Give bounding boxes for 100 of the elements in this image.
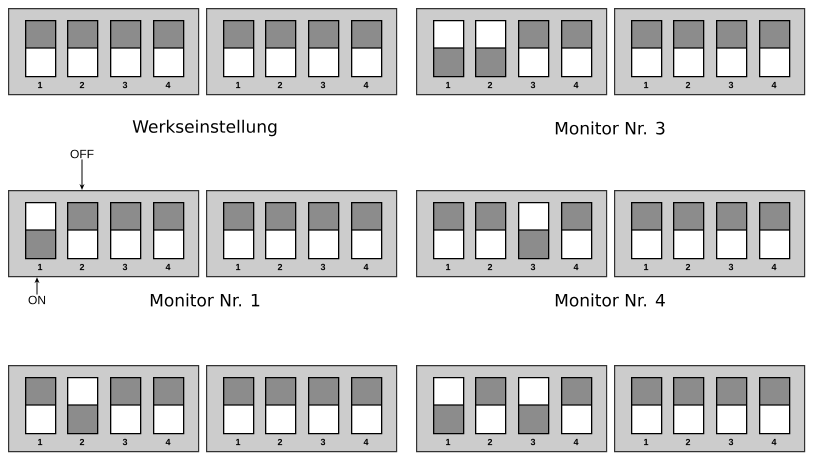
toggle-switch (475, 377, 506, 434)
switch-number: 3 (122, 438, 128, 446)
toggle-switch (265, 202, 296, 260)
switch-number: 1 (644, 82, 648, 88)
toggle-switch (518, 377, 550, 434)
toggle-switch (673, 202, 704, 260)
switch-number: 3 (122, 264, 128, 270)
switch-number: 1 (644, 264, 648, 270)
toggle-switch (433, 377, 464, 434)
switch-number: 1 (236, 438, 240, 446)
toggle-switch (631, 20, 662, 78)
toggle-switch (475, 20, 506, 78)
toggle-switch (25, 202, 56, 260)
switch-number: 3 (320, 438, 326, 446)
switch-number: 1 (38, 82, 42, 88)
toggle-switch (759, 20, 790, 78)
switch-number: 4 (166, 438, 170, 446)
switch-number: 2 (488, 82, 492, 88)
switch-state-label: OFF (70, 150, 94, 158)
toggle-switch (153, 20, 184, 78)
toggle-switch (673, 20, 704, 78)
switch-number: 2 (278, 438, 282, 446)
switch-number: 2 (686, 438, 690, 446)
switch-number: 2 (80, 438, 84, 446)
toggle-switch (110, 202, 142, 260)
switch-number: 2 (278, 82, 282, 88)
toggle-switch (716, 377, 748, 434)
caption: Monitor Nr. 3 (556, 121, 664, 135)
caption: Monitor Nr. 4 (556, 293, 665, 307)
switch-number: 1 (38, 264, 42, 270)
toggle-switch (759, 377, 790, 434)
switch-number: 2 (488, 438, 492, 446)
toggle-switch (631, 202, 662, 260)
switch-number: 1 (446, 82, 450, 88)
switch-number: 3 (530, 264, 536, 270)
toggle-switch (561, 377, 592, 434)
switch-number: 3 (728, 82, 734, 88)
toggle-switch (759, 202, 790, 260)
switch-number: 2 (80, 264, 84, 270)
toggle-switch (351, 20, 382, 78)
toggle-switch (308, 20, 340, 78)
switch-number: 4 (364, 438, 368, 446)
switch-number: 4 (772, 438, 776, 446)
toggle-switch (223, 377, 254, 434)
toggle-switch (67, 20, 98, 78)
toggle-switch (561, 20, 592, 78)
toggle-switch (25, 20, 56, 78)
switch-number: 4 (574, 82, 578, 88)
toggle-switch (433, 202, 464, 260)
caption: Monitor Nr. 1 (150, 293, 260, 307)
toggle-switch (153, 202, 184, 260)
toggle-switch (110, 20, 142, 78)
toggle-switch (223, 202, 254, 260)
toggle-switch (308, 377, 340, 434)
toggle-switch (518, 202, 550, 260)
toggle-switch (110, 377, 142, 434)
switch-number: 3 (728, 264, 734, 270)
toggle-switch (673, 377, 704, 434)
toggle-switch (67, 377, 98, 434)
switch-number: 2 (80, 82, 84, 88)
toggle-switch (67, 202, 98, 260)
switch-number: 3 (728, 438, 734, 446)
toggle-switch (25, 377, 56, 434)
toggle-switch (351, 377, 382, 434)
toggle-switch (518, 20, 550, 78)
toggle-switch (265, 377, 296, 434)
caption: Werkseinstellung (132, 120, 276, 136)
switch-number: 1 (446, 438, 450, 446)
switch-number: 1 (236, 264, 240, 270)
toggle-switch (223, 20, 254, 78)
toggle-switch (308, 202, 340, 260)
switch-number: 3 (530, 438, 536, 446)
switch-number: 3 (122, 82, 128, 88)
switch-number: 2 (488, 264, 492, 270)
switch-number: 3 (530, 82, 536, 88)
switch-number: 2 (686, 264, 690, 270)
switch-number: 1 (236, 82, 240, 88)
toggle-switch (631, 377, 662, 434)
switch-state-label: ON (28, 296, 46, 304)
toggle-switch (265, 20, 296, 78)
switch-number: 2 (278, 264, 282, 270)
toggle-switch (433, 20, 464, 78)
switch-number: 4 (364, 264, 368, 270)
switch-number: 4 (772, 82, 776, 88)
switch-number: 4 (772, 264, 776, 270)
switch-number: 2 (686, 82, 690, 88)
switch-number: 1 (446, 264, 450, 270)
switch-number: 4 (574, 264, 578, 270)
switch-number: 1 (38, 438, 42, 446)
switch-number: 3 (320, 82, 326, 88)
toggle-switch (716, 20, 748, 78)
switch-number: 4 (364, 82, 368, 88)
toggle-switch (475, 202, 506, 260)
switch-number: 4 (166, 264, 170, 270)
toggle-switch (351, 202, 382, 260)
toggle-switch (561, 202, 592, 260)
toggle-switch (153, 377, 184, 434)
switch-number: 3 (320, 264, 326, 270)
toggle-switch (716, 202, 748, 260)
switch-number: 4 (166, 82, 170, 88)
